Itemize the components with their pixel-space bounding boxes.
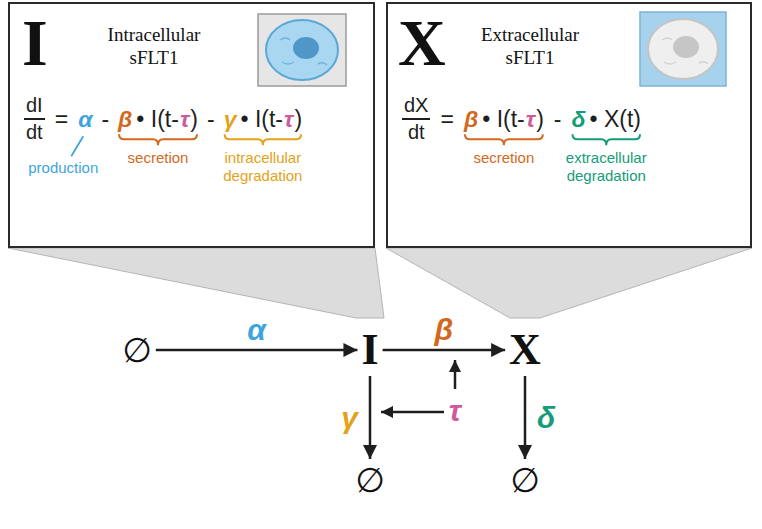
panel-subtitle: Extracellular sFLT1 [466,24,594,70]
equation-term: • X(t) [590,106,642,132]
equation-term: ) [294,106,302,132]
reaction-arrow [156,349,358,352]
fraction-numerator: dX [402,94,430,120]
fraction: dIdt [24,94,45,144]
species-symbol: X [509,328,541,372]
rate-symbol: β [118,106,132,132]
panel-letter: I [22,10,48,76]
equation-term: - [207,106,215,132]
equation-term: • I(t- [482,106,525,132]
fraction-numerator: dI [24,94,45,120]
term-brace [465,134,543,145]
term-annotation: secretion [473,149,534,167]
rate-label: α [247,313,266,346]
zoom-panel: X Extracellular sFLT1 dXdt = β• I(t-τ)-δ• X(… [386,2,752,248]
term-brace [572,134,640,145]
equation-term: ) [536,106,544,132]
rate-symbol: τ [526,106,535,132]
equation-term: ) [190,106,198,132]
zoom-wedge [386,248,752,318]
equation-term: - [554,106,562,132]
equation: dXdt = β• I(t-τ)-δ• X(t) [402,94,641,144]
equation-term: • I(t- [136,106,179,132]
equation-term: • I(t- [240,106,283,132]
equation-term: - [101,106,109,132]
empty-set-symbol: ∅ [355,463,385,497]
cell-icon [640,12,726,86]
rate-label: δ [537,401,555,434]
rate-symbol: τ [180,106,189,132]
term-brace [225,134,301,145]
reaction-arrow [369,376,372,459]
term-annotation: production [28,159,98,177]
empty-set-node: ∅ [120,331,154,369]
rate-label: γ [341,401,358,434]
panel-letter: X [398,10,446,76]
rate-symbol: δ [571,106,585,132]
species-node: X [507,326,543,374]
rate-label: β [435,313,454,346]
species-node: I [359,326,380,374]
species-symbol: I [361,328,378,372]
zoom-panel: IIntracellular sFLT1dIdt=α-β• I(t-τ)-γ• … [8,2,375,248]
empty-set-symbol: ∅ [510,463,540,497]
delay-label: τ [449,394,461,427]
equation-term: = [440,106,453,132]
equation: dIdt=α-β• I(t-τ)-γ• I(t-τ) [24,94,302,144]
delay-arrow [454,360,457,389]
fraction: dXdt [402,94,430,144]
reaction-arrow [524,376,527,459]
rate-symbol: β [464,106,478,132]
panel-subtitle: Intracellular sFLT1 [92,24,216,70]
delay-arrow [381,411,444,414]
cell-icon [258,14,346,86]
equation-term: = [55,106,68,132]
rate-symbol: τ [284,106,293,132]
term-annotation: intracellular degradation [207,149,319,185]
empty-set-node: ∅ [353,461,387,499]
fraction-denominator: dt [24,120,45,144]
empty-set-node: ∅ [508,461,542,499]
leader-line [71,136,83,156]
term-brace [119,134,197,145]
empty-set-symbol: ∅ [122,333,152,367]
zoom-wedge [8,248,384,318]
fraction-denominator: dt [406,120,427,144]
term-annotation: extracellular degradation [550,149,662,185]
reaction-arrow [383,349,506,352]
term-annotation: secretion [128,149,189,167]
rate-symbol: γ [224,106,237,132]
rate-symbol: α [78,106,92,132]
